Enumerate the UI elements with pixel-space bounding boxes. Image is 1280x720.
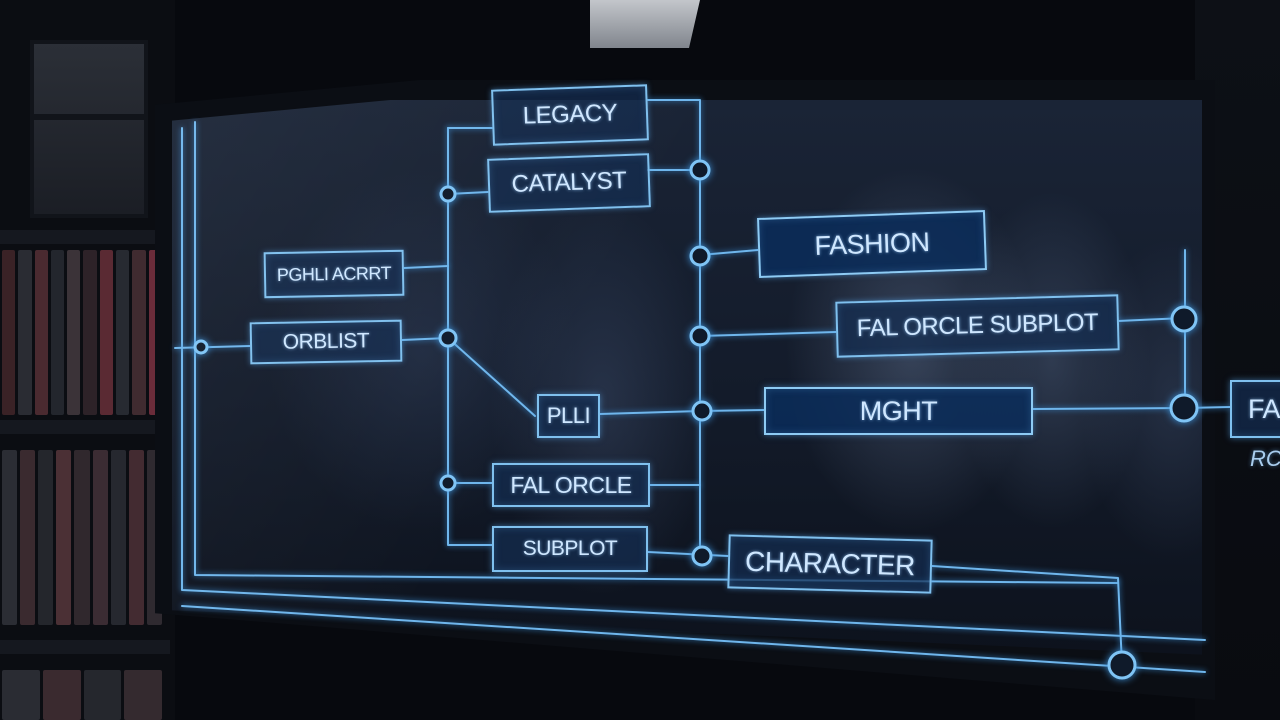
shelf-plank: [0, 640, 170, 654]
link-subplot-long: [699, 331, 837, 337]
junction-node: [691, 545, 713, 567]
junction-node: [1169, 393, 1199, 423]
node-fal-orcle: FAL ORCLE: [492, 463, 650, 507]
junction-node: [438, 328, 458, 348]
node-pill: PLLI: [537, 394, 600, 438]
node-legacy: LEGACY: [491, 84, 649, 146]
node-right-partial: FA: [1230, 380, 1280, 438]
junction-node: [689, 325, 711, 347]
node-fashion: FASHION: [757, 210, 987, 278]
shelf-plank: [0, 420, 170, 434]
link-diagonal: [447, 337, 536, 417]
junction-node: [689, 245, 711, 267]
junction-node: [1107, 650, 1137, 680]
junction-node: [689, 159, 711, 181]
node-catalyst: CATALYST: [487, 153, 651, 213]
link-right-trunk: [1117, 317, 1186, 411]
junction-node: [1170, 305, 1198, 333]
bookshelf: [0, 0, 175, 720]
frame-line-bottom: [181, 605, 1206, 673]
shelf-window: [30, 40, 148, 218]
node-character: CHARACTER: [727, 534, 933, 594]
node-fal-orcle-subplot: FAL ORCLE SUBPLOT: [835, 294, 1120, 358]
frame-line-outer: [181, 127, 1206, 641]
junction-node: [439, 185, 457, 203]
ceiling-light: [590, 0, 700, 48]
link-pill-mght: [599, 409, 765, 415]
junction-node: [439, 474, 457, 492]
node-mght: MGHT: [764, 387, 1033, 435]
node-sublot: SUBPLOT: [492, 526, 648, 572]
book-row: [0, 450, 162, 625]
shelf-plank: [0, 230, 170, 244]
junction-node: [691, 400, 713, 422]
link-character-down: [931, 565, 1123, 666]
link-mght-right: [1032, 406, 1231, 410]
node-right-caption: RC: [1250, 446, 1280, 471]
junction-node: [193, 339, 209, 355]
monitor-screen: [172, 100, 1202, 655]
book-row: [0, 670, 162, 720]
link-left-upper: [403, 265, 449, 269]
node-left-lower: ORBLIST: [249, 319, 403, 365]
link-character: [647, 551, 729, 557]
node-left-upper: PGHLI ACRRT: [263, 249, 405, 299]
link-left-stub: [174, 345, 251, 349]
